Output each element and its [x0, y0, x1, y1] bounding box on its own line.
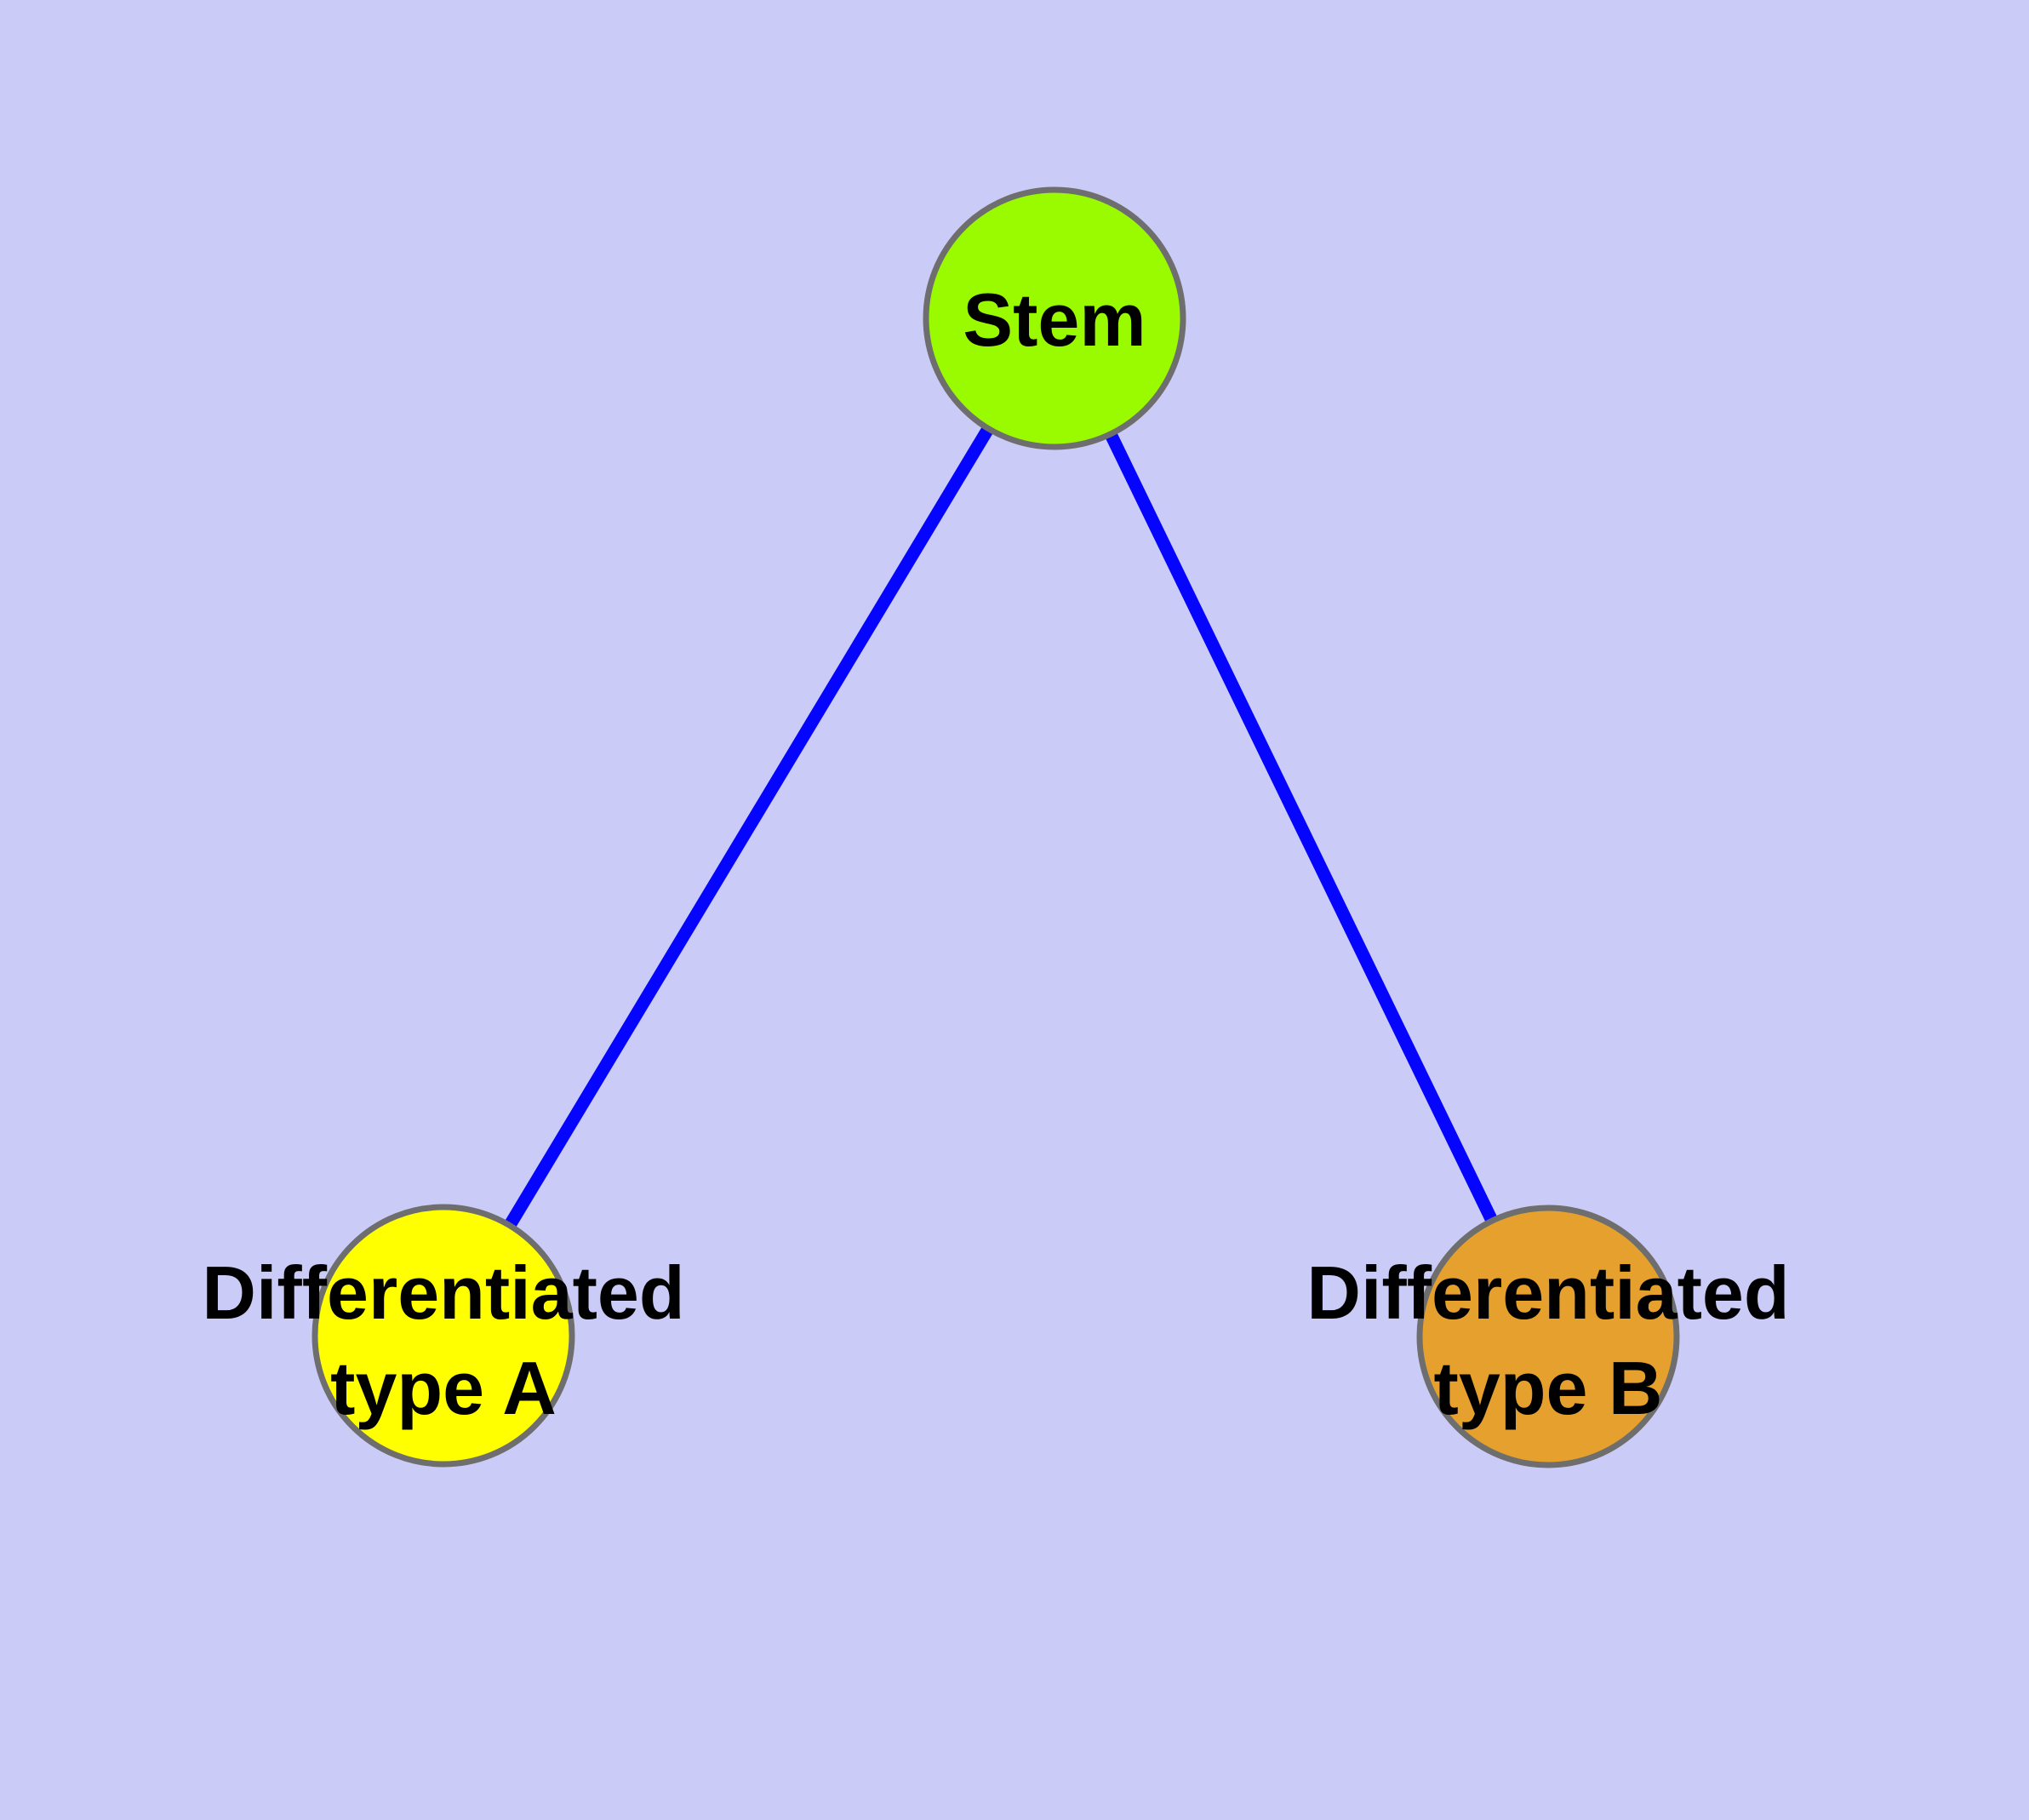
node-type-a-label-line2: type A: [330, 1346, 557, 1430]
edge-stem-to-type-b: [1049, 315, 1554, 1340]
node-stem: [923, 186, 1186, 450]
node-stem-label: Stem: [963, 278, 1146, 362]
node-differentiated-type-a: [311, 1204, 575, 1468]
edge-stem-to-type-a: [437, 315, 1060, 1339]
node-type-b-label-line2: type B: [1434, 1346, 1663, 1430]
node-type-a-label-line1: Differentiated: [202, 1251, 684, 1335]
node-type-b-label-line1: Differentiated: [1306, 1251, 1789, 1335]
node-differentiated-type-b: [1416, 1205, 1680, 1468]
